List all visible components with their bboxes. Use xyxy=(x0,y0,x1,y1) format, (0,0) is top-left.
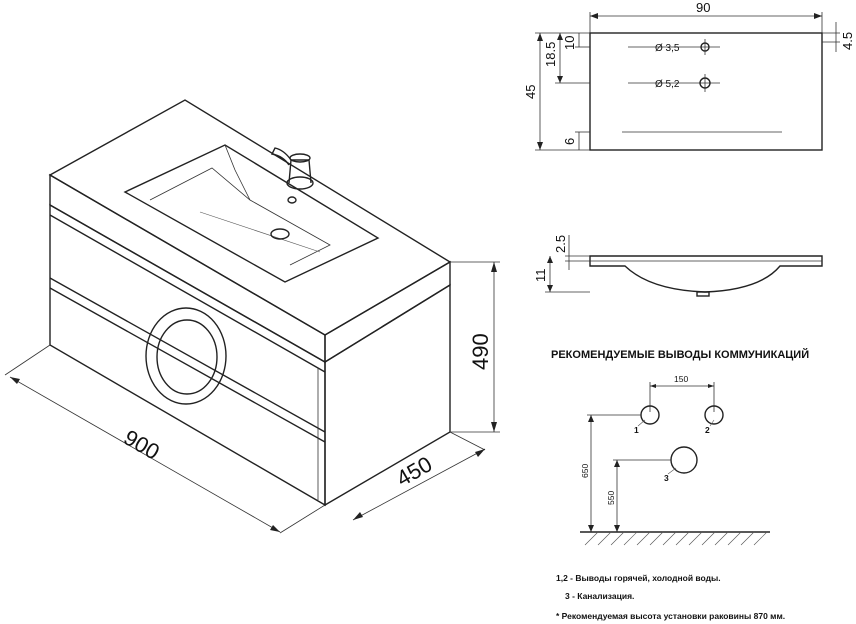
bottom-dimension: 6 xyxy=(562,138,577,145)
drain-icon xyxy=(270,228,290,240)
basin-inner-slope xyxy=(149,167,331,266)
countertop-front-edge xyxy=(49,173,326,364)
depth-dimension: 450 xyxy=(392,451,436,491)
floor-hatch xyxy=(584,531,768,546)
vanity-isometric-view: 900 450 490 xyxy=(4,99,500,534)
faucet-icon xyxy=(270,147,314,190)
edge-dimension: 4.5 xyxy=(840,32,855,50)
drawer-split-upper xyxy=(49,277,326,433)
dim-line-width xyxy=(9,376,281,533)
spacing-dimension: 150 xyxy=(674,374,688,384)
height-dimension: 490 xyxy=(468,333,493,370)
outlet-2-label: 2 xyxy=(705,425,710,435)
cold-water-outlet-icon xyxy=(704,405,724,425)
lower-height-dimension: 550 xyxy=(606,491,616,505)
hole-2-label: Ø 5,2 xyxy=(655,79,680,90)
notes: 1,2 - Выводы горячей, холодной воды. 3 -… xyxy=(556,573,785,621)
sink-section-view: 2.5 11 xyxy=(533,235,823,297)
basin-rim xyxy=(123,144,380,283)
basin-floor-line xyxy=(199,211,321,253)
outlet-3-label: 3 xyxy=(664,473,669,483)
sink-plan-outline xyxy=(589,32,823,151)
communications-title: РЕКОМЕНДУЕМЫЕ ВЫВОДЫ КОММУНИКАЦИЙ xyxy=(551,348,809,361)
upper-height-dimension: 650 xyxy=(580,464,590,478)
countertop-top-face xyxy=(48,99,452,336)
round-handle-outer xyxy=(145,307,227,405)
outlet-1-label: 1 xyxy=(634,425,639,435)
hole-offset-dimension: 18.5 xyxy=(543,42,558,67)
round-handle-inner xyxy=(156,319,218,395)
section-depth-dimension: 11 xyxy=(533,269,548,283)
note-line-1: 1,2 - Выводы горячей, холодной воды. xyxy=(556,573,721,583)
drawer-split-lower xyxy=(49,287,326,443)
dim-line-depth xyxy=(352,448,486,521)
overflow-hole-icon xyxy=(287,196,297,204)
section-top-dimension: 2.5 xyxy=(553,235,568,253)
hole-small-dimension: 10 xyxy=(562,36,577,50)
basin-back-wall xyxy=(224,144,251,201)
hole-1-label: Ø 3,5 xyxy=(655,43,680,54)
countertop-side-edge xyxy=(324,260,451,364)
note-line-3: * Рекомендуемая высота установки раковин… xyxy=(556,611,785,621)
communications-layout: РЕКОМЕНДУЕМЫЕ ВЫВОДЫ КОММУНИКАЦИЙ 150 1 … xyxy=(551,348,809,546)
note-line-2: 3 - Канализация. xyxy=(565,591,634,601)
drawer-top-line xyxy=(49,214,326,373)
sink-plan-view: Ø 3,5 Ø 5,2 90 45 18.5 10 6 xyxy=(523,0,855,151)
width-dimension: 900 xyxy=(120,425,164,465)
plan-width-dimension: 90 xyxy=(696,0,710,15)
plan-height-dimension: 45 xyxy=(523,85,538,99)
